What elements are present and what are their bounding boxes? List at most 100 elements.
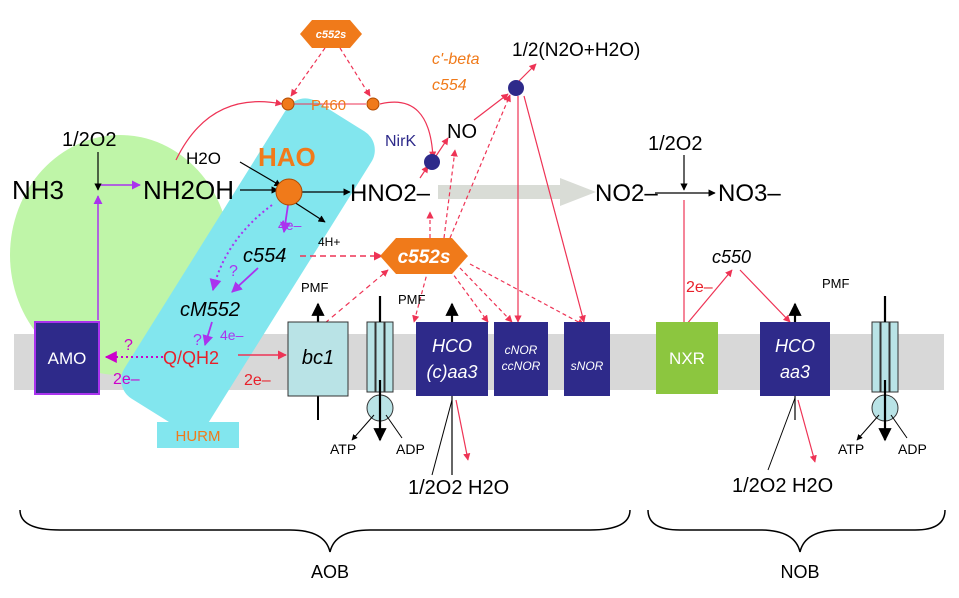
dash-bc1-c552s: [324, 269, 389, 324]
hco-o2-right: [767, 397, 796, 471]
half-n2o-label: 1/2(N2O+H2O): [512, 40, 640, 61]
arrow-nirk-no: [435, 137, 449, 157]
nob-label: NOB: [780, 562, 819, 582]
c554-top-label: c554: [432, 77, 467, 94]
hco-h2o-right: [797, 399, 817, 463]
nirk-node: [424, 154, 440, 170]
hco-left-label-2: (c)aa3: [426, 362, 477, 382]
bc1-label: bc1: [302, 347, 334, 369]
dash-c552s-nirk: [443, 149, 458, 239]
hurm-region: [121, 98, 375, 432]
c-prime-beta-label: c'-beta: [432, 51, 480, 68]
hco-o2-left: [431, 399, 453, 476]
hno2-label: HNO2–: [350, 180, 431, 207]
nxr-label: NXR: [669, 349, 705, 368]
hco-left-label-1: HCO: [432, 336, 472, 356]
curve-p460-no2: [379, 101, 437, 159]
atp-label-1: ATP: [330, 441, 356, 457]
four-e-label-2: 4e–: [220, 327, 244, 343]
ccnor-label: ccNOR: [502, 359, 541, 373]
half-o2-left: 1/2O2: [62, 129, 116, 151]
water-left-label: 1/2O2 H2O: [408, 477, 509, 499]
arrow-c554-cm552: [231, 267, 259, 293]
aob-brace: [19, 509, 631, 553]
c550-label: c550: [712, 247, 751, 267]
adp-label-1: ADP: [396, 441, 425, 457]
h2o-hao-label: H2O: [186, 149, 221, 168]
aob-label: AOB: [311, 562, 349, 582]
dash-c552s-hco2: [449, 269, 489, 323]
atp-label-2: ATP: [838, 441, 864, 457]
two-e-amo-label: 2e–: [113, 371, 140, 388]
q-mark-3: ?: [124, 337, 133, 354]
hco-left-box: [416, 322, 488, 396]
hurm-label-box: [157, 422, 239, 448]
transfer-arrow: [438, 178, 596, 206]
snor-label: sNOR: [571, 359, 604, 373]
hco-right-box: [760, 322, 830, 396]
arrow-snor-cbeta: [523, 95, 586, 323]
nirk-label: NirK: [385, 133, 416, 150]
cnor-box: [494, 322, 548, 396]
arrow-no-cbeta: [473, 93, 509, 121]
bc1-box: [287, 321, 349, 397]
atp-synthase-left: [351, 321, 403, 442]
cnor-label: cNOR: [505, 343, 538, 357]
nxr-to-c550: [685, 269, 733, 326]
adp-label-2: ADP: [898, 441, 927, 457]
c552s-hexagon-mid: [380, 238, 468, 274]
q-mark-1: ?: [229, 263, 238, 280]
hco-h2o-left: [455, 399, 471, 461]
dash-c552s-snor: [469, 263, 585, 326]
hao-node: [275, 178, 303, 206]
four-h-label: 4H+: [318, 235, 340, 249]
p460-node-left: [281, 97, 295, 111]
c550-to-hco: [739, 269, 791, 323]
arrow-cbeta-n2o: [517, 63, 537, 83]
arrow-hao-4h: [293, 201, 326, 223]
c552s-mid-label: c552s: [398, 247, 451, 268]
four-e-label-1: 4e–: [278, 217, 302, 233]
dash-c552s-p460a: [290, 47, 326, 97]
pmf-label-1: PMF: [301, 280, 329, 295]
p460-label: P460: [311, 97, 346, 114]
no3-label: NO3–: [718, 180, 781, 207]
c552s-top-label: c552s: [316, 29, 347, 41]
nh2oh-label: NH2OH: [143, 175, 234, 205]
no2-right-label: NO2–: [595, 180, 658, 207]
cbeta-node: [508, 80, 524, 96]
cm552-label: cM552: [180, 299, 240, 321]
dash-c552s-p460b: [339, 47, 371, 97]
c554-mid-label: c554: [243, 245, 286, 267]
arrow-h2o-hao: [239, 161, 282, 187]
nh3-label: NH3: [12, 175, 64, 205]
qqh2-label: Q/QH2: [163, 348, 219, 368]
nob-brace: [647, 509, 946, 553]
dash-c552s-cnor: [459, 267, 513, 323]
p460-node-right: [366, 97, 380, 111]
hco-right-label-2: aa3: [780, 362, 810, 382]
two-e-bc1-label: 2e–: [244, 372, 271, 389]
two-e-nxr-label: 2e–: [686, 279, 713, 296]
snor-box: [564, 322, 610, 396]
q-mark-2: ?: [193, 332, 202, 349]
arrow-cm552-q: [202, 321, 213, 347]
pmf-label-3: PMF: [822, 276, 850, 291]
amo-box: [34, 321, 100, 395]
dash-c552s-cbeta: [449, 94, 511, 239]
c552s-hexagon-top: [300, 20, 362, 48]
no-label: NO: [447, 121, 477, 143]
hurm-label: HURM: [176, 428, 221, 445]
nxr-box: [656, 322, 718, 394]
arrow-hao-c554: [280, 204, 291, 234]
curve-nh2oh-p460: [175, 99, 283, 161]
dash-c552s-hco: [412, 269, 429, 323]
hao-label: HAO: [258, 142, 316, 172]
hco-right-label-1: HCO: [775, 336, 815, 356]
amo-label: AMO: [48, 349, 87, 368]
half-o2-right: 1/2O2: [648, 133, 702, 155]
arrow-no2-nirk: [419, 165, 429, 179]
pmf-label-2: PMF: [398, 292, 426, 307]
